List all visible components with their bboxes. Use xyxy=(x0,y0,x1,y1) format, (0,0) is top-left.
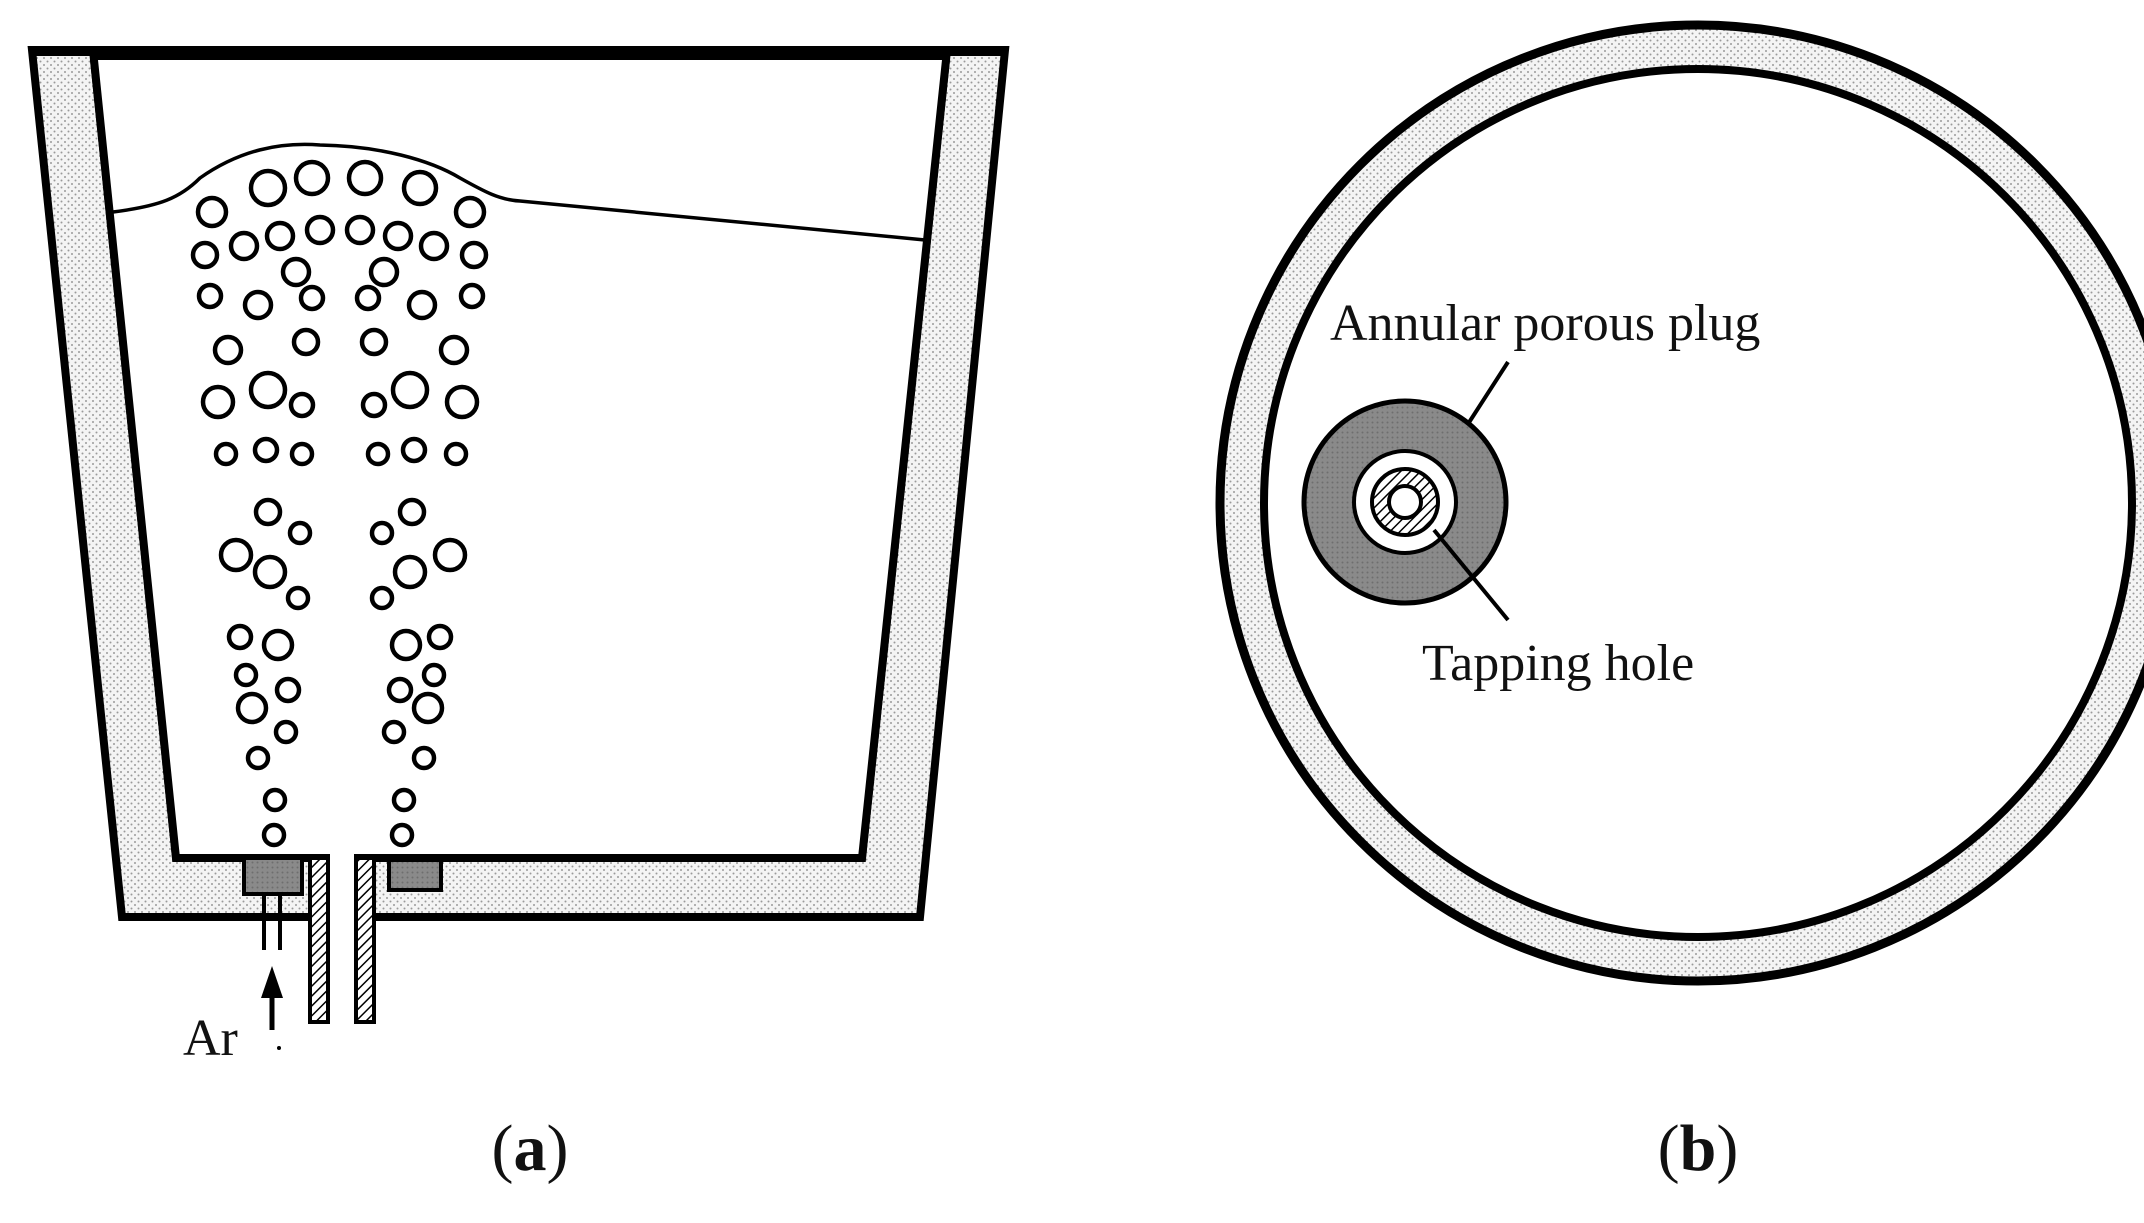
gas-bubble xyxy=(280,256,312,288)
gas-bubble xyxy=(273,719,299,745)
arrow-up-icon xyxy=(261,966,283,1030)
panel-b-caption: (b) xyxy=(1658,1112,1739,1185)
gas-bubble xyxy=(391,787,417,813)
gas-bubble xyxy=(438,334,470,366)
gas-bubble xyxy=(459,240,489,270)
gas-bubble xyxy=(368,256,400,288)
gas-bubble xyxy=(406,289,438,321)
gas-bubble xyxy=(421,662,447,688)
gas-bubble xyxy=(386,676,414,704)
gas-bubble xyxy=(226,623,254,651)
gas-bubble xyxy=(242,289,274,321)
gas-bubble xyxy=(344,214,376,246)
tapping-hole xyxy=(1387,484,1423,520)
gas-bubble xyxy=(444,384,480,420)
gas-bubble xyxy=(392,554,428,590)
plug-leader-line xyxy=(1466,360,1510,426)
gas-bubble xyxy=(261,628,295,662)
gas-bubble xyxy=(426,623,454,651)
gas-bubble xyxy=(346,159,384,197)
gas-bubble xyxy=(354,284,382,312)
tapping-nozzle-wall-left xyxy=(308,856,330,1024)
melt-surface xyxy=(112,142,926,242)
gas-bubble xyxy=(289,441,315,467)
gas-bubble xyxy=(262,787,288,813)
panel-a-ladle-section: Ar (a) xyxy=(27,46,1010,1185)
gas-bubble xyxy=(293,159,331,197)
gas-bubble xyxy=(369,520,395,546)
gas-label: Ar xyxy=(183,1010,238,1067)
tapping-nozzle-wall-right xyxy=(354,856,376,1024)
gas-bubble xyxy=(248,370,288,410)
gas-bubble xyxy=(248,168,288,208)
gas-bubble xyxy=(253,497,283,527)
gas-bubble xyxy=(195,195,229,229)
gas-bubble xyxy=(453,195,487,229)
gas-bubble xyxy=(382,220,414,252)
gas-bubble xyxy=(218,537,254,573)
gas-bubble xyxy=(298,284,326,312)
porous-plug-right xyxy=(387,858,443,892)
gas-bubble xyxy=(389,628,423,662)
gas-bubble xyxy=(264,220,296,252)
gas-bubble xyxy=(200,384,236,420)
gas-bubble xyxy=(212,334,244,366)
gas-bubble xyxy=(252,436,280,464)
gas-bubble xyxy=(274,676,302,704)
gas-bubble xyxy=(213,441,239,467)
gas-bubble xyxy=(432,537,468,573)
gas-bubble xyxy=(261,822,287,848)
gas-bubble xyxy=(285,585,311,611)
gas-bubble xyxy=(233,662,259,688)
gas-bubble xyxy=(411,691,445,725)
gas-bubble xyxy=(400,436,428,464)
gas-bubble xyxy=(397,497,427,527)
gas-bubble xyxy=(291,327,321,357)
label-speck xyxy=(277,1046,281,1050)
gas-bubble xyxy=(287,520,313,546)
gas-bubble xyxy=(245,745,271,771)
gas-bubble xyxy=(369,585,395,611)
panel-b-ladle-bottom-view: Annular porous plug Tapping hole (b) xyxy=(1215,20,2144,1185)
gas-bubble xyxy=(235,691,269,725)
gas-bubble xyxy=(360,391,388,419)
panel-a-caption: (a) xyxy=(492,1112,569,1185)
gas-bubble xyxy=(401,169,439,207)
gas-bubble xyxy=(359,327,389,357)
gas-bubble xyxy=(390,370,430,410)
gas-bubble xyxy=(190,240,220,270)
gas-bubble xyxy=(365,441,391,467)
hole-leader-line xyxy=(1432,528,1510,622)
gas-bubble xyxy=(228,230,260,262)
gas-bubble xyxy=(443,441,469,467)
hole-label: Tapping hole xyxy=(1422,635,1694,692)
ladle-cavity-outline xyxy=(90,59,950,862)
gas-bubble xyxy=(252,554,288,590)
porous-plug xyxy=(242,856,304,896)
gas-bubble xyxy=(458,282,486,310)
tapping-nozzle-bore xyxy=(330,852,354,922)
gas-bubble xyxy=(288,391,316,419)
gas-bubble xyxy=(381,719,407,745)
gas-bubble xyxy=(304,214,336,246)
gas-bubble xyxy=(418,230,450,262)
plug-label: Annular porous plug xyxy=(1330,295,1760,352)
ladle-inner-cavity xyxy=(1260,65,2136,941)
gas-bubble xyxy=(389,822,415,848)
gas-bubble xyxy=(411,745,437,771)
gas-bubble xyxy=(196,282,224,310)
argon-bubble-plume xyxy=(190,159,489,848)
